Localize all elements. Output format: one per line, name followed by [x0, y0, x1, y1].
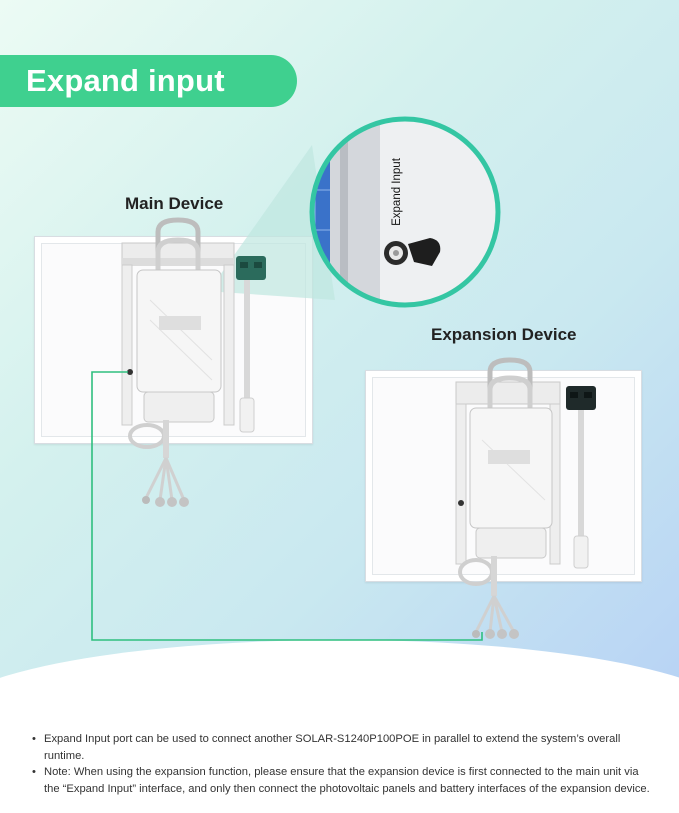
connector-plug-icon — [408, 238, 441, 266]
zoom-magnifier — [309, 116, 501, 308]
note-item: Expand Input port can be used to connect… — [32, 731, 657, 764]
main-device-label: Main Device — [125, 194, 224, 213]
expansion-device-label: Expansion Device — [431, 325, 577, 344]
main-device — [121, 217, 266, 507]
expand-input-port-label: Expand Input — [391, 158, 403, 226]
expand-cable — [91, 371, 483, 641]
expansion-device — [455, 357, 596, 639]
note-item: Note: When using the expansion function,… — [32, 764, 657, 797]
notes-list: Expand Input port can be used to connect… — [32, 731, 657, 797]
page-title: Expand input — [26, 63, 225, 98]
device-illustration — [91, 116, 596, 641]
title-banner: Expand input — [0, 55, 297, 107]
